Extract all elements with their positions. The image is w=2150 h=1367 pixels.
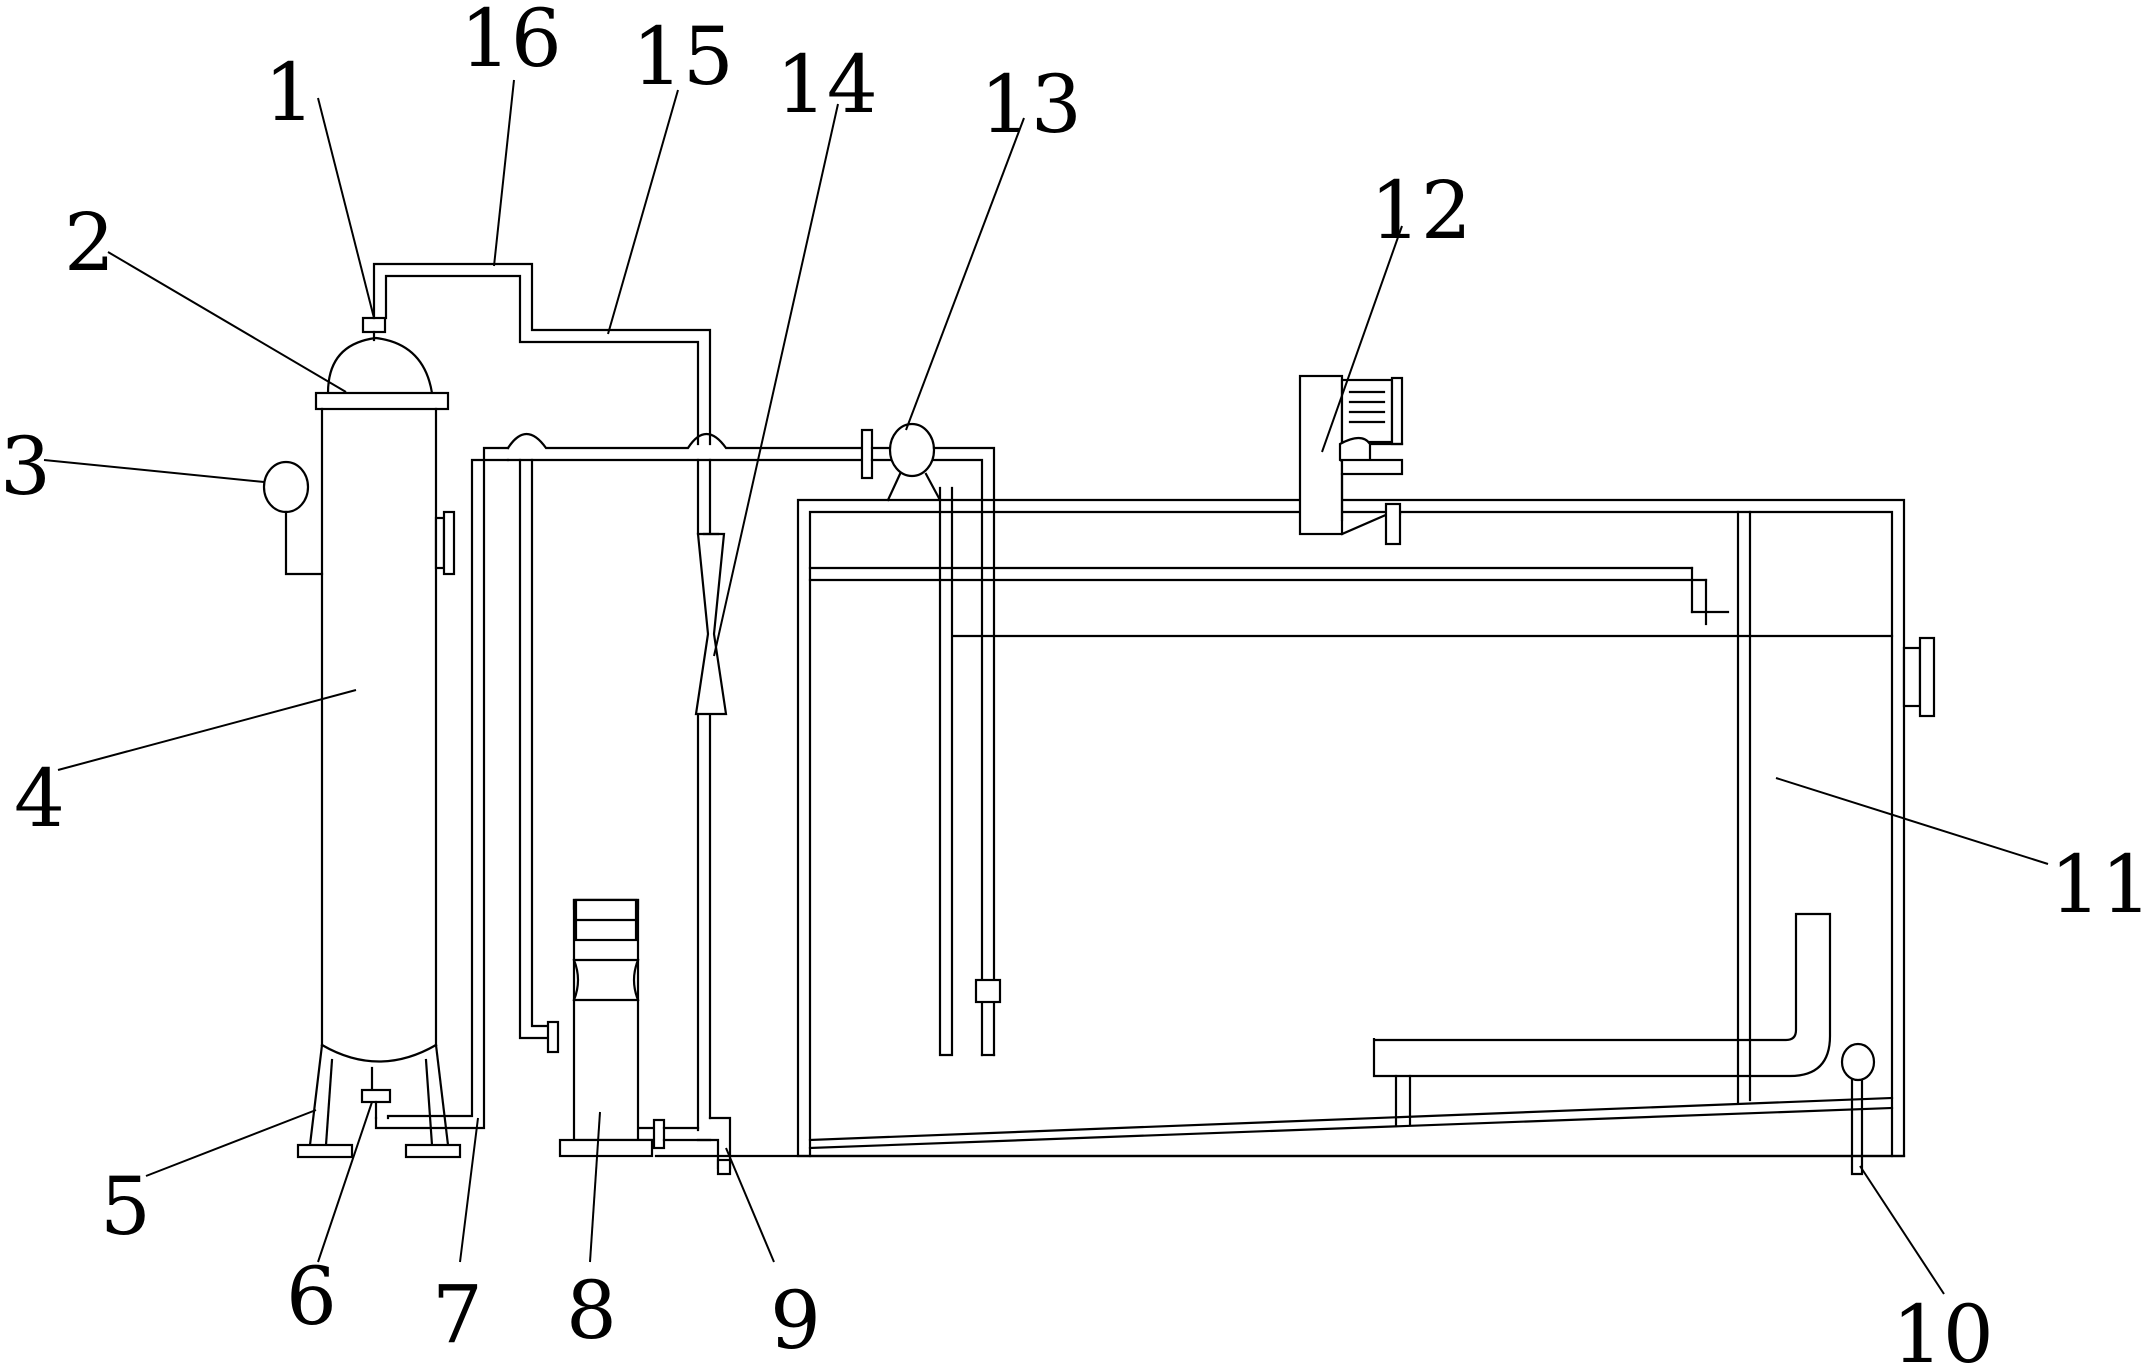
- leader-3: [43, 459, 265, 483]
- leader-14: [713, 103, 839, 657]
- callout-13: 13: [980, 58, 1082, 151]
- callout-9: 9: [770, 1274, 821, 1367]
- leader-6: [317, 1101, 373, 1263]
- callout-6: 6: [286, 1250, 337, 1343]
- leader-2: [107, 251, 347, 393]
- leader-15: [607, 89, 679, 335]
- callout-3: 3: [0, 420, 51, 513]
- leader-lines: [43, 79, 2049, 1295]
- leader-9: [725, 1147, 775, 1263]
- leader-16: [493, 79, 515, 267]
- flotation-tank: [654, 498, 1936, 1176]
- callout-2: 2: [64, 196, 115, 289]
- pressure-gauge: [262, 460, 324, 576]
- callout-4: 4: [14, 752, 65, 845]
- leader-4: [57, 689, 357, 771]
- leader-10: [1859, 1165, 1945, 1295]
- callout-16: 16: [460, 0, 562, 85]
- leader-1: [317, 97, 375, 319]
- callout-10: 10: [1892, 1288, 1994, 1367]
- leader-5: [145, 1109, 317, 1177]
- pump: [558, 898, 654, 1158]
- leader-12: [1321, 225, 1403, 453]
- leader-8: [589, 1111, 601, 1263]
- callout-5: 5: [100, 1160, 151, 1253]
- callout-15: 15: [632, 10, 734, 103]
- callout-7: 7: [432, 1268, 483, 1361]
- callout-11: 11: [2050, 838, 2150, 931]
- callout-1: 1: [264, 46, 315, 139]
- piping: [372, 262, 1002, 1176]
- pressure-vessel: [296, 316, 462, 1159]
- callout-12: 12: [1370, 164, 1472, 257]
- leader-11: [1775, 777, 2049, 865]
- venturi-mixer: [694, 532, 728, 716]
- leader-7: [459, 1117, 479, 1263]
- callout-8: 8: [566, 1264, 617, 1357]
- leader-13: [905, 117, 1025, 431]
- scraper-motor: [1298, 374, 1404, 546]
- callout-14: 14: [776, 38, 878, 131]
